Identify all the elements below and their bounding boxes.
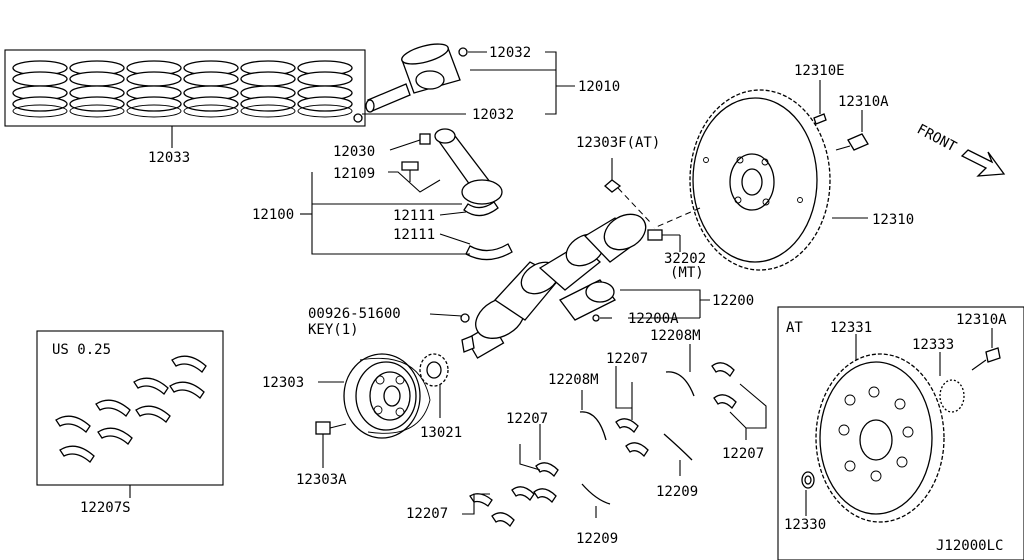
label-12331: 12331 [830, 320, 872, 336]
label-at: AT [786, 320, 803, 336]
label-32202: 32202 [664, 251, 706, 267]
piston-ring-set [4, 49, 366, 127]
label-12310A: 12310A [838, 94, 889, 110]
piston [353, 43, 468, 123]
label-12032-bottom: 12032 [472, 107, 514, 123]
label-us-025: US 0.25 [52, 342, 111, 358]
crank-pulley [343, 353, 431, 439]
label-12209-b: 12209 [576, 531, 618, 547]
label-12207-d: 12207 [722, 446, 764, 462]
label-00926-51600: 00926-51600 [308, 306, 401, 322]
label-12208M-a: 12208M [650, 328, 701, 344]
label-key: KEY(1) [308, 322, 359, 338]
label-12207-a: 12207 [606, 351, 648, 367]
label-12207-b: 12207 [506, 411, 548, 427]
label-32202-mt: (MT) [670, 265, 704, 281]
label-12111-a: 12111 [393, 208, 435, 224]
main-bearings [469, 362, 737, 528]
reinforcement-plate [939, 379, 965, 413]
label-front: FRONT [914, 121, 959, 155]
undersize-bearing-set [55, 355, 207, 463]
label-12200: 12200 [712, 293, 754, 309]
flywheel-bolt [835, 133, 869, 151]
label-12032-top: 12032 [489, 45, 531, 61]
front-arrow [960, 149, 1006, 177]
flywheel [689, 89, 831, 271]
at-box [777, 306, 1024, 560]
connecting-rod [401, 128, 513, 261]
label-12330: 12330 [784, 517, 826, 533]
label-12303: 12303 [262, 375, 304, 391]
label-12033: 12033 [148, 150, 190, 166]
label-12100: 12100 [252, 207, 294, 223]
pulley-bolt [315, 421, 347, 468]
label-12303A: 12303A [296, 472, 347, 488]
label-12310A-at: 12310A [956, 312, 1007, 328]
label-12207S: 12207S [80, 500, 131, 516]
label-13021: 13021 [420, 425, 462, 441]
label-12111-b: 12111 [393, 227, 435, 243]
crankshaft [460, 213, 663, 359]
label-12010: 12010 [578, 79, 620, 95]
label-12209-a: 12209 [656, 484, 698, 500]
label-12303F: 12303F(AT) [576, 135, 660, 151]
label-12310E: 12310E [794, 63, 845, 79]
label-12207-c: 12207 [406, 506, 448, 522]
drive-plate [815, 353, 945, 523]
label-12109: 12109 [333, 166, 375, 182]
label-12310: 12310 [872, 212, 914, 228]
label-12208M-b: 12208M [548, 372, 599, 388]
label-12030: 12030 [333, 144, 375, 160]
label-12200A: 12200A [628, 311, 679, 327]
label-12333: 12333 [912, 337, 954, 353]
labels: 12033 12032 12032 12010 12030 12109 1210… [52, 45, 1007, 554]
pilot-bushing [801, 471, 815, 489]
crank-sprocket [419, 353, 449, 387]
diagram-code: J12000LC [936, 538, 1003, 554]
